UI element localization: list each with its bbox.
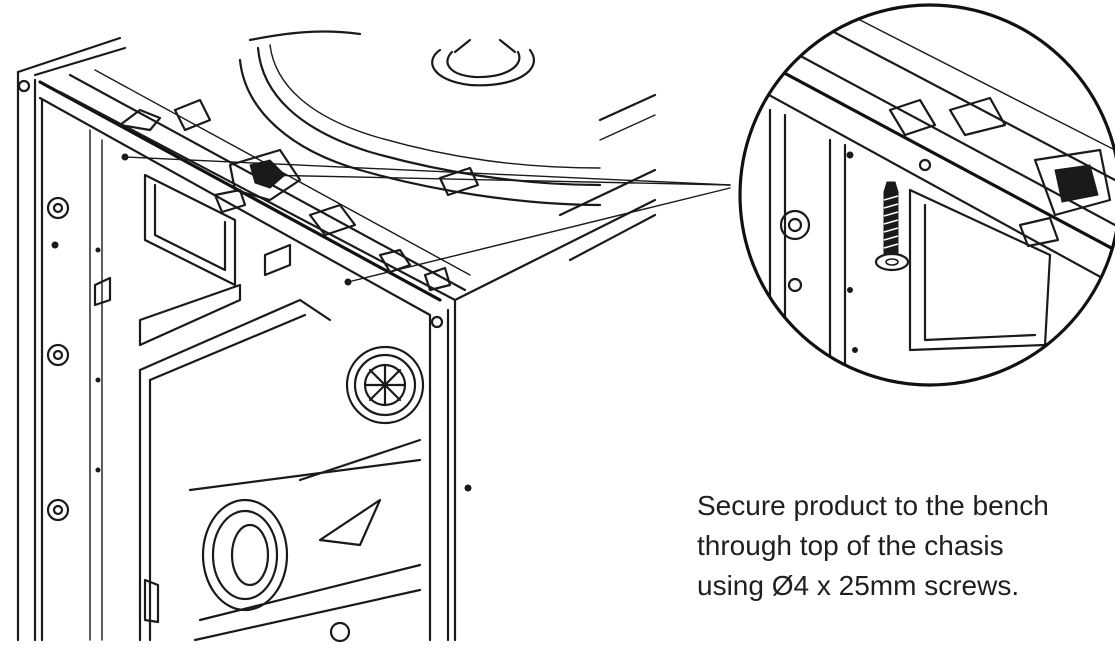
caption-line-3: using Ø4 x 25mm screws.	[697, 570, 1020, 601]
caption-line-2: through top of the chasis	[697, 530, 1004, 561]
appliance-top	[238, 30, 657, 302]
side-panel	[93, 173, 422, 642]
screw-icon	[874, 181, 910, 272]
instruction-caption: Secure product to the bench through top …	[697, 486, 1097, 606]
magnifier-callout	[738, 3, 1115, 387]
caption-line-1: Secure product to the bench	[697, 490, 1049, 521]
top-rail-brackets	[118, 98, 452, 292]
chassis-frame	[16, 36, 471, 642]
panel-ports	[46, 196, 472, 643]
callout-leader-lines	[124, 156, 731, 283]
